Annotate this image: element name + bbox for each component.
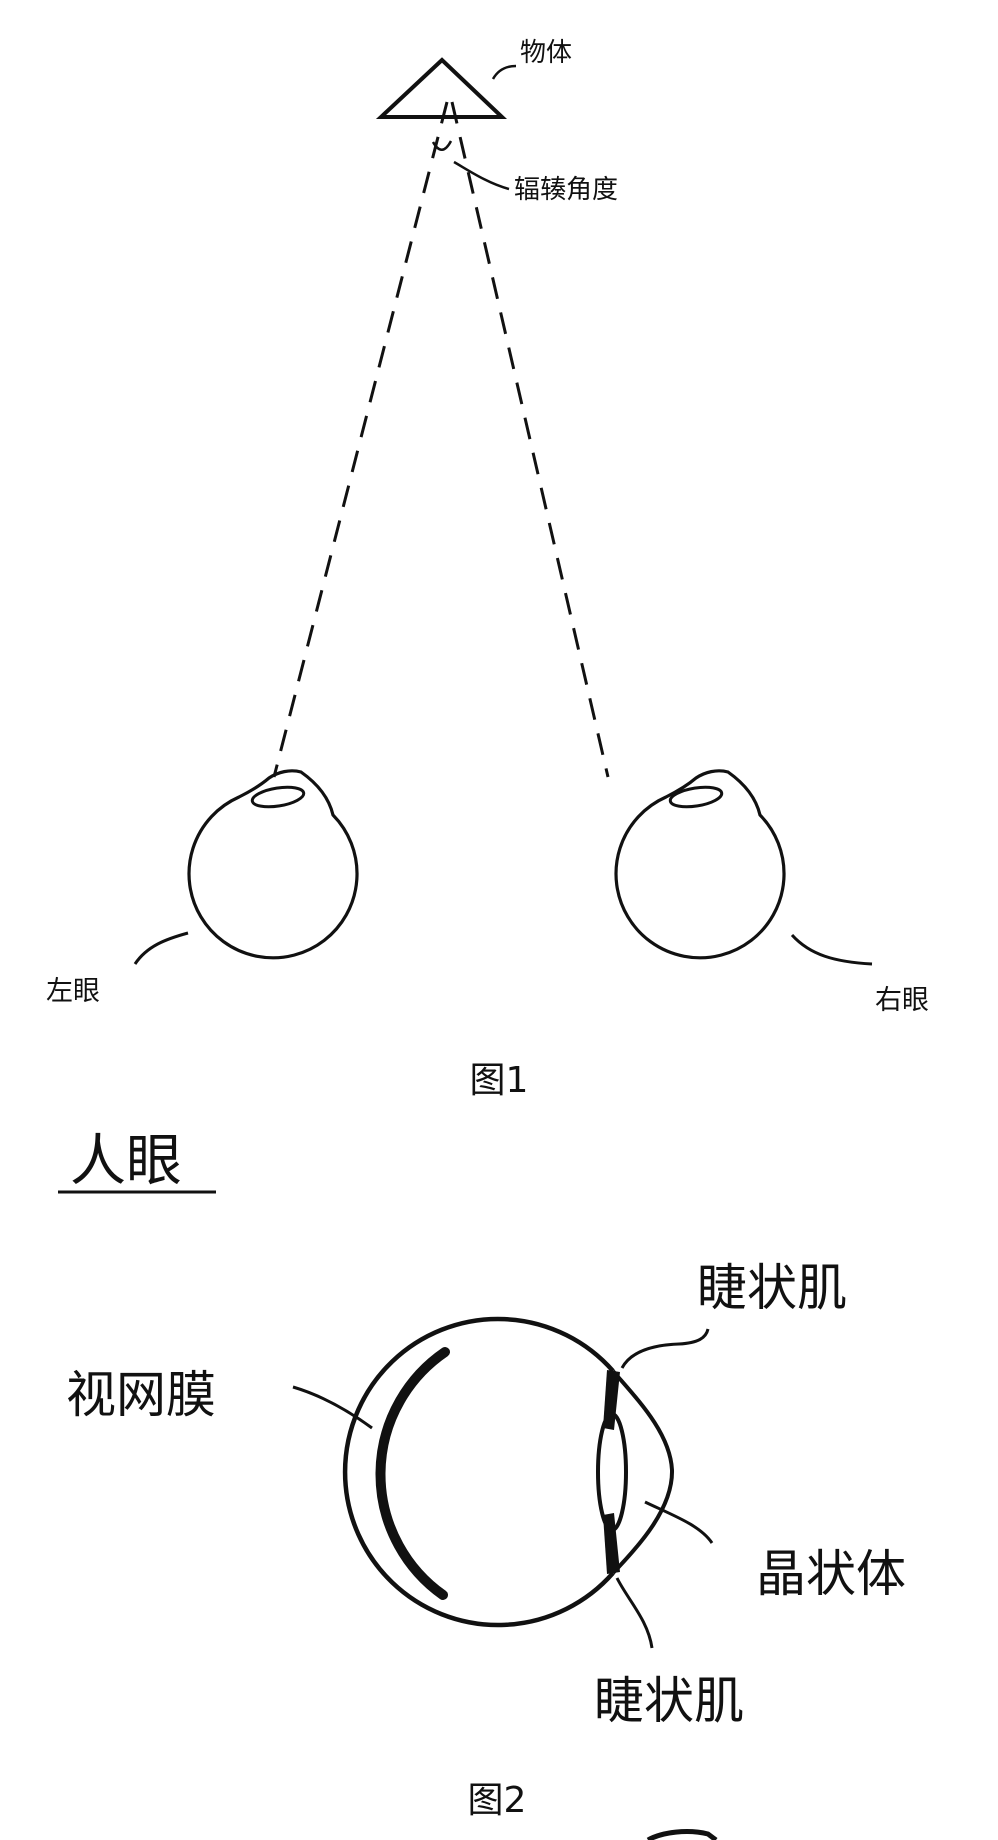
eyeball-outline	[342, 1316, 615, 1628]
ciliary-muscle-bottom-leader	[615, 1577, 654, 1649]
right-eye-cornea	[668, 785, 724, 809]
retina-label: 视网膜	[66, 1366, 216, 1424]
lens-label: 晶状体	[756, 1545, 906, 1603]
right-eyeball	[614, 769, 786, 960]
vergence-angle-label: 辐辏角度	[514, 175, 618, 205]
right-sight-line	[450, 101, 610, 778]
ciliary-muscle-top-leader	[620, 1328, 710, 1369]
right-eye-leader	[790, 933, 873, 966]
retina-band	[375, 1347, 450, 1600]
figure-2-caption: 图2	[468, 1780, 527, 1821]
cornea	[611, 1369, 675, 1575]
lens-leader	[644, 1500, 714, 1544]
object-leader-line	[491, 64, 517, 80]
figure-1: 物体 辐辏角度 左眼 右眼 图1	[46, 38, 929, 1101]
left-eye-label: 左眼	[46, 976, 100, 1007]
ciliary-muscle-bottom-label: 睫状肌	[594, 1672, 744, 1730]
left-eye-leader	[133, 931, 189, 965]
human-eye	[342, 1316, 675, 1628]
figure-2-title: 人眼	[70, 1129, 182, 1194]
left-eye-cornea	[250, 785, 306, 809]
left-eyeball	[187, 769, 359, 960]
object-triangle	[375, 57, 508, 119]
ciliary-muscle-top-label: 睫状肌	[697, 1259, 847, 1317]
lens-shape	[596, 1412, 628, 1532]
vergence-angle-arc	[431, 140, 453, 151]
retina-leader	[292, 1385, 373, 1430]
next-figure-partial-arc	[646, 1829, 718, 1840]
left-eye	[187, 769, 359, 960]
figure-1-caption: 图1	[470, 1060, 529, 1101]
right-eye	[614, 769, 786, 960]
object-label: 物体	[520, 38, 572, 68]
left-sight-line	[272, 101, 449, 778]
figure-2: 人眼 睫状肌 视网膜 晶状体 睫状肌 图2	[58, 1129, 906, 1840]
vergence-angle-leader	[453, 160, 510, 191]
right-eye-label: 右眼	[875, 985, 929, 1016]
